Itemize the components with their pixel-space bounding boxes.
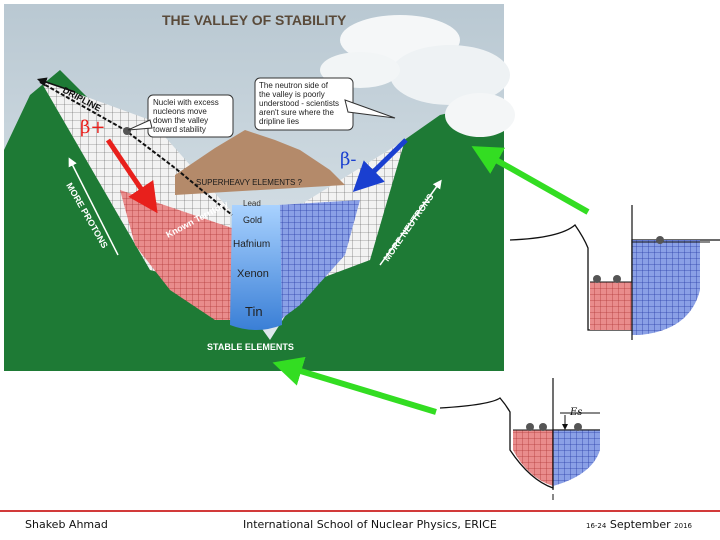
element-xenon: Xenon xyxy=(237,268,269,280)
neutron-dot xyxy=(574,423,582,431)
footer-date-month: September xyxy=(610,518,671,531)
beta-plus-label: β+ xyxy=(80,117,106,138)
note-left-line: toward stability xyxy=(153,125,206,134)
note-left-line: nucleons move xyxy=(153,107,207,116)
element-lead: Lead xyxy=(243,199,261,208)
nucleus-dot xyxy=(123,127,131,135)
proton-dot xyxy=(593,275,601,283)
es-label: Es xyxy=(569,407,582,418)
proton-dot xyxy=(613,275,621,283)
footer-date: 16-24 September 2016 xyxy=(586,518,692,531)
proton-levels-upper xyxy=(590,282,632,330)
superheavy-label: SUPERHEAVY ELEMENTS ? xyxy=(196,178,303,187)
note-left-line: down the valley xyxy=(153,116,208,125)
potential-well-upper xyxy=(510,205,720,340)
element-gold: Gold xyxy=(243,215,262,225)
footer-divider xyxy=(0,510,720,512)
note-right-line: the valley is poorly xyxy=(259,90,325,99)
stable-elements-label: STABLE ELEMENTS xyxy=(207,342,294,352)
neutron-levels-upper xyxy=(632,240,700,335)
note-right-line: understood - scientists xyxy=(259,99,339,108)
proton-dot xyxy=(526,423,534,431)
footer-date-year: 2016 xyxy=(674,522,692,530)
green-arrow-lower xyxy=(284,366,436,412)
note-right-line: aren't sure where the xyxy=(259,108,334,117)
footer-school: International School of Nuclear Physics,… xyxy=(243,518,497,531)
neutron-dot xyxy=(656,236,664,244)
neutron-levels-lower xyxy=(553,430,600,486)
footer-author: Shakeb Ahmad xyxy=(25,518,108,531)
note-left-line: Nuclei with excess xyxy=(153,98,219,107)
footer-date-range: 16-24 xyxy=(586,522,606,530)
potential-well-lower xyxy=(440,378,600,500)
element-tin: Tin xyxy=(245,304,263,319)
note-right-line: dripline lies xyxy=(259,117,299,126)
proton-dot xyxy=(539,423,547,431)
diagram-title: THE VALLEY OF STABILITY xyxy=(162,12,347,28)
proton-levels-lower xyxy=(513,430,553,486)
footer: Shakeb Ahmad International School of Nuc… xyxy=(0,510,720,540)
note-right-line: The neutron side of xyxy=(259,81,329,90)
element-hafnium: Hafnium xyxy=(233,239,270,250)
beta-minus-label: β- xyxy=(340,149,357,170)
